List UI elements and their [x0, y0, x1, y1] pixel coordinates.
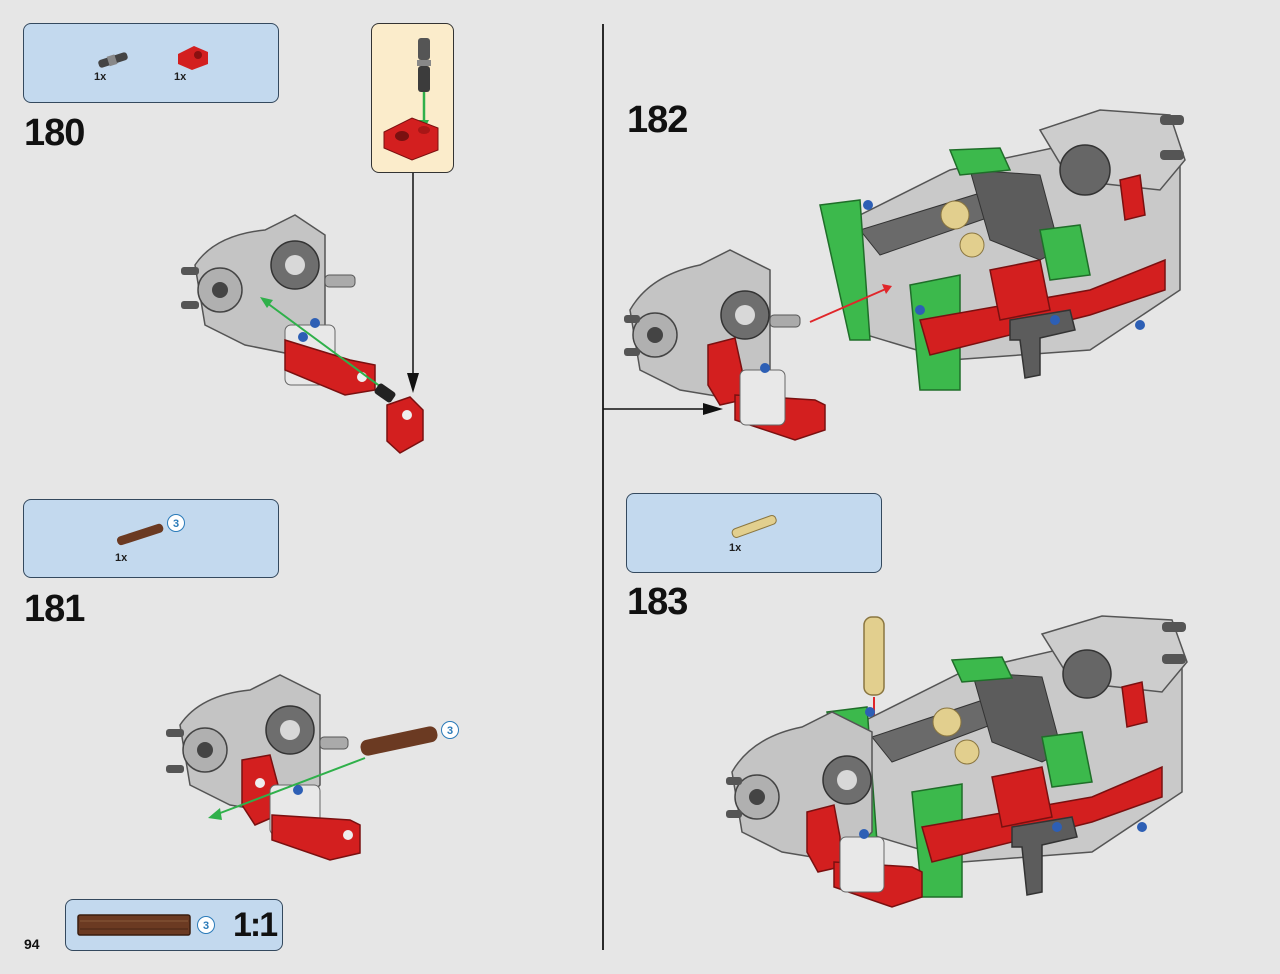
- callout-arrow: [407, 173, 419, 393]
- red-connector-icon: [178, 46, 208, 70]
- brown-axle-icon: [116, 523, 164, 546]
- part-qty: 1x: [729, 542, 742, 554]
- step-number-183: 183: [627, 581, 688, 623]
- length-indicator: 3: [197, 916, 215, 934]
- axle-pin-icon: [98, 52, 128, 68]
- gearbox-assembly-181: [166, 674, 438, 861]
- parts-list-181: 3 1x: [23, 499, 279, 578]
- chassis-assembly-183: [726, 615, 1188, 908]
- parts-list-180: 1x 1x: [23, 23, 279, 103]
- step-transition-arrow: [603, 403, 723, 415]
- step-number-181: 181: [24, 588, 85, 630]
- axle-pin-icon: [383, 38, 439, 161]
- step-number-182: 182: [627, 99, 688, 141]
- brown-axle-icon: [77, 914, 191, 936]
- tan-pin-icon: [731, 515, 777, 538]
- page-number: 94: [24, 936, 40, 952]
- scale-ratio: 1:1: [233, 906, 278, 944]
- part-qty: 1x: [174, 71, 187, 83]
- sub-assembly-callout: [371, 23, 454, 173]
- length-indicator: 3: [441, 721, 459, 739]
- gearbox-assembly-180: [181, 214, 424, 454]
- scale-reference-box: 3 1:1: [65, 899, 283, 951]
- length-indicator: 3: [167, 514, 185, 532]
- chassis-assembly-182: [624, 109, 1186, 441]
- step-number-180: 180: [24, 112, 85, 154]
- part-qty: 1x: [94, 71, 107, 83]
- part-qty: 1x: [115, 552, 128, 564]
- parts-list-183: 1x: [626, 493, 882, 573]
- page-divider: [602, 24, 604, 950]
